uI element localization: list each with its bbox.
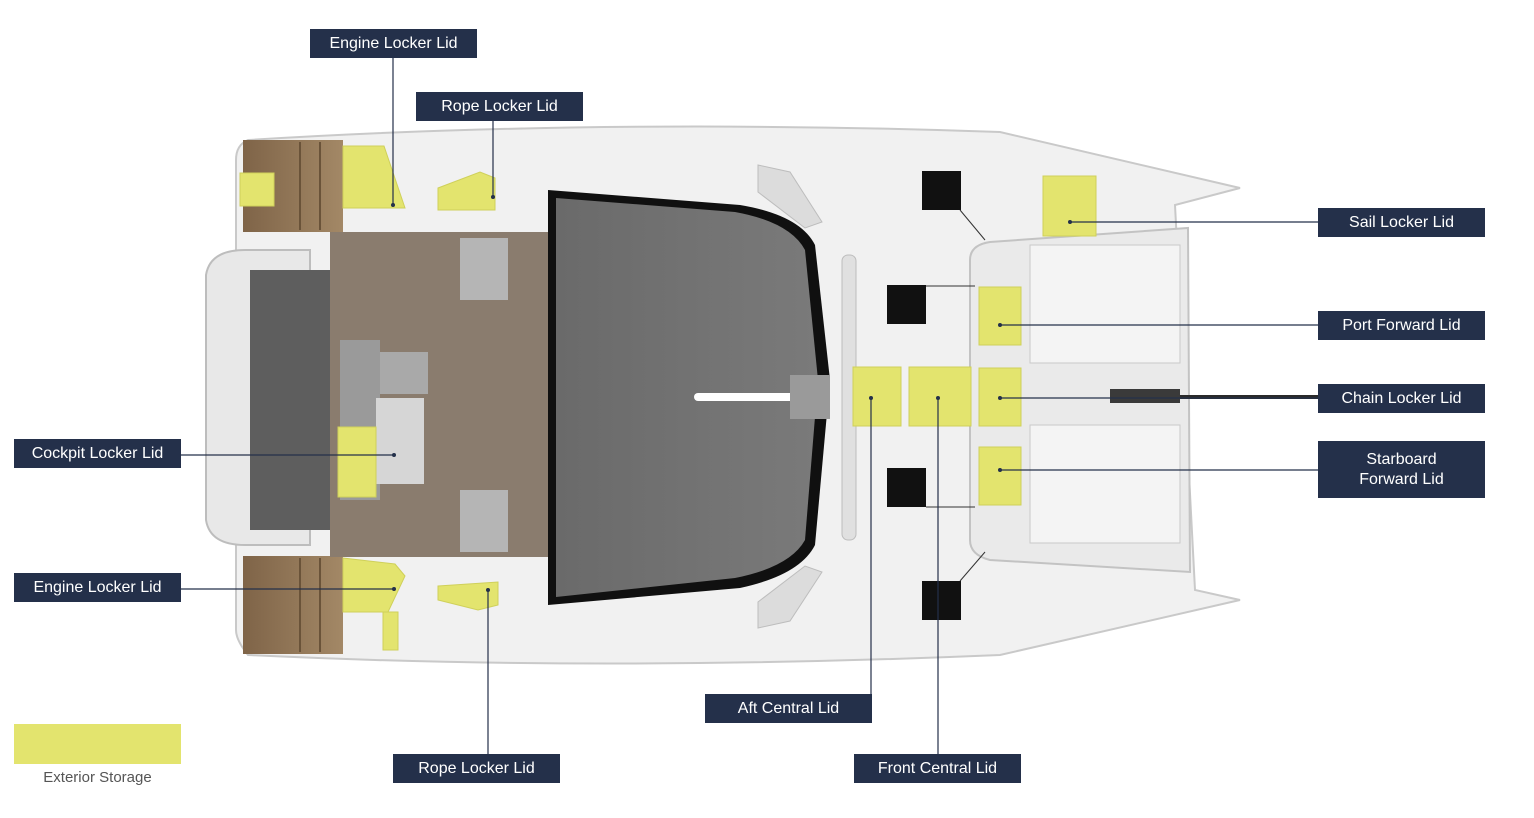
callout-starboard-forward: Starboard Forward Lid (1318, 441, 1485, 498)
callout-engine-locker-starboard: Engine Locker Lid (14, 573, 181, 602)
storage-lid-engine-port (342, 145, 406, 209)
skylight (757, 164, 823, 229)
storage-lid-front-central (908, 366, 972, 427)
callout-chain-locker: Chain Locker Lid (1318, 384, 1485, 413)
legend-swatch (14, 724, 181, 764)
swim-platform (250, 270, 330, 530)
callout-front-central: Front Central Lid (854, 754, 1021, 783)
callout-port-forward: Port Forward Lid (1318, 311, 1485, 340)
deck-hatch (887, 468, 926, 507)
deck-hatch (922, 581, 961, 620)
storage-lid-cockpit (337, 426, 377, 498)
storage-lid-engine-starboard (342, 557, 406, 613)
callout-rope-locker-starboard: Rope Locker Lid (393, 754, 560, 783)
trampoline-starboard (1029, 424, 1181, 544)
callout-sail-locker: Sail Locker Lid (1318, 208, 1485, 237)
mast (790, 375, 830, 419)
storage-lid-port-forward (978, 286, 1022, 346)
callout-rope-locker-port: Rope Locker Lid (416, 92, 583, 121)
trampoline-port (1029, 244, 1181, 364)
storage-lid-engine-starboard-lower (382, 611, 399, 651)
storage-lid-starboard-forward (978, 446, 1022, 506)
callout-aft-central: Aft Central Lid (705, 694, 872, 723)
skylight (757, 565, 823, 629)
storage-lid-transom-port (239, 172, 275, 207)
storage-lid-rope-port (437, 171, 496, 211)
storage-lid-sail (1042, 175, 1097, 237)
callout-cockpit-locker: Cockpit Locker Lid (14, 439, 181, 468)
storage-lid-chain (978, 367, 1022, 427)
legend-label: Exterior Storage (43, 769, 152, 786)
storage-lid-aft-central (852, 366, 902, 427)
transom-steps-starboard (243, 556, 343, 654)
deck-hatch (887, 285, 926, 324)
deck-hatch (922, 171, 961, 210)
cockpit-table (376, 398, 424, 484)
callout-engine-locker-port: Engine Locker Lid (310, 29, 477, 58)
